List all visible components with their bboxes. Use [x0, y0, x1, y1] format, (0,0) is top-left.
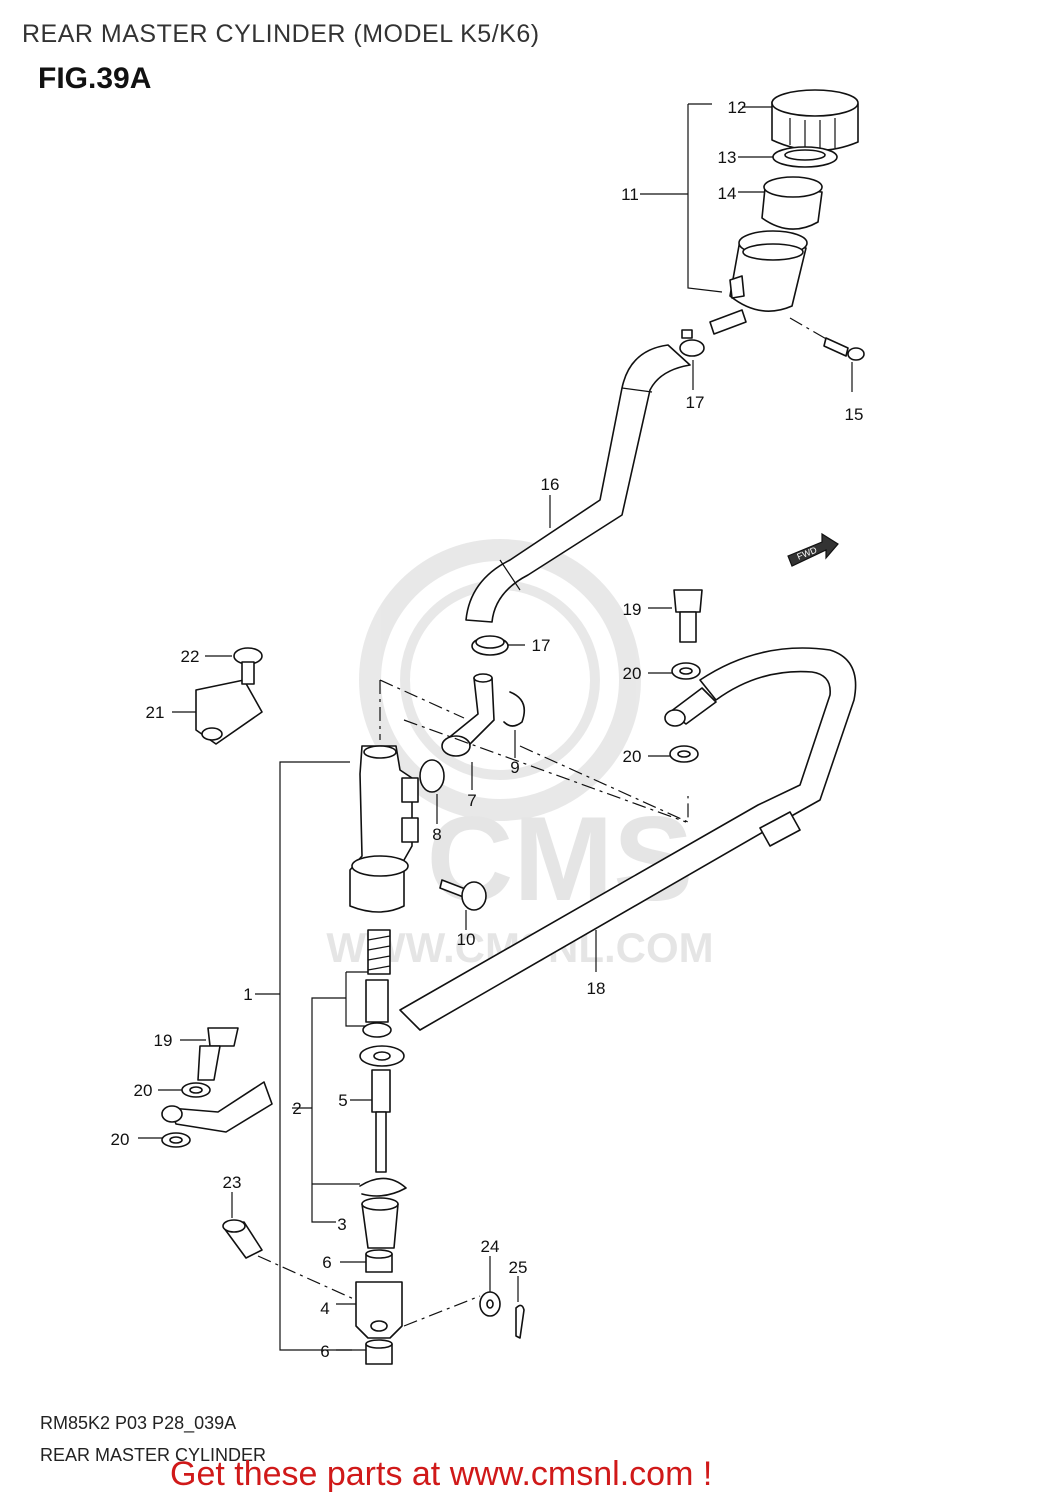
- cta-link[interactable]: Get these parts at www.cmsnl.com !: [170, 1455, 713, 1493]
- washer-20-top-b: [669, 745, 699, 763]
- cotter-pin-25: [515, 1304, 525, 1339]
- label-14: 14: [718, 184, 737, 203]
- screw-22: [233, 647, 263, 685]
- pin-23: [222, 1219, 263, 1259]
- washer-20-bottom-b: [161, 1132, 191, 1148]
- label-21: 21: [146, 703, 165, 722]
- label-7: 7: [467, 791, 476, 810]
- label-9: 9: [510, 758, 519, 777]
- label-23: 23: [223, 1173, 242, 1192]
- washer-20-top-a: [671, 662, 701, 680]
- label-1: 1: [243, 985, 252, 1004]
- snap-ring-3: [359, 1177, 407, 1197]
- plate-washer: [359, 1045, 405, 1067]
- label-10: 10: [457, 930, 476, 949]
- label-12: 12: [728, 98, 747, 117]
- pushrod-5: [371, 1069, 391, 1173]
- fwd-arrow-icon: FWD: [787, 532, 839, 567]
- label-20-top-b: 20: [623, 747, 642, 766]
- diagram-code: RM85K2 P03 P28_039A: [40, 1413, 237, 1433]
- diagram-caption: REAR MASTER CYLINDER: [40, 1445, 267, 1465]
- label-24: 24: [481, 1237, 500, 1256]
- nut-6-bottom: [365, 1339, 393, 1365]
- label-13: 13: [718, 148, 737, 167]
- label-20-bottom-a: 20: [134, 1081, 153, 1100]
- connector-7: [441, 673, 495, 757]
- diaphragm-plate-13: [772, 146, 838, 168]
- clamp-17-lower: [471, 635, 509, 656]
- label-19-top: 19: [623, 600, 642, 619]
- bolt-10: [439, 879, 487, 911]
- label-6-top: 6: [322, 1253, 331, 1272]
- label-4: 4: [320, 1299, 329, 1318]
- nut-6-top: [365, 1249, 393, 1273]
- label-20-top-a: 20: [623, 664, 642, 683]
- union-bolt-19-bottom: [197, 1027, 239, 1081]
- figure-label: FIG.39A: [38, 62, 152, 95]
- union-bolt-19-top: [673, 589, 703, 643]
- hose-end-fitting: [161, 1081, 273, 1133]
- label-25: 25: [509, 1258, 528, 1277]
- label-17-lower: 17: [532, 636, 551, 655]
- label-11: 11: [621, 185, 639, 204]
- brake-hose-18: [399, 647, 857, 1031]
- label-17-top: 17: [686, 393, 705, 412]
- clevis-4: [355, 1281, 403, 1339]
- clamp-17-top: [679, 329, 705, 357]
- reservoir-tank-11: [709, 230, 808, 335]
- master-cylinder-body: [349, 745, 419, 913]
- boot: [361, 1197, 399, 1249]
- label-8: 8: [432, 825, 441, 844]
- page-title: REAR MASTER CYLINDER (MODEL K5/K6): [22, 20, 540, 48]
- diaphragm-14: [761, 176, 823, 230]
- cover-21: [195, 679, 263, 745]
- label-2: 2: [292, 1099, 301, 1118]
- spring: [367, 929, 391, 975]
- reservoir-cap-12: [771, 89, 859, 152]
- reservoir-hose-16: [465, 344, 691, 623]
- label-16: 16: [541, 475, 560, 494]
- screw-15: [823, 337, 865, 361]
- label-22: 22: [181, 647, 200, 666]
- label-19-bottom: 19: [154, 1031, 173, 1050]
- label-20-bottom-b: 20: [111, 1130, 130, 1149]
- label-6-bottom: 6: [320, 1342, 329, 1361]
- circlip-9: [503, 691, 526, 727]
- piston: [362, 979, 392, 1038]
- label-15: 15: [845, 405, 864, 424]
- label-3: 3: [337, 1215, 346, 1234]
- label-18: 18: [587, 979, 606, 998]
- washer-20-bottom-a: [181, 1082, 211, 1098]
- washer-24: [479, 1291, 501, 1317]
- label-5: 5: [338, 1091, 347, 1110]
- o-ring-8: [419, 759, 445, 793]
